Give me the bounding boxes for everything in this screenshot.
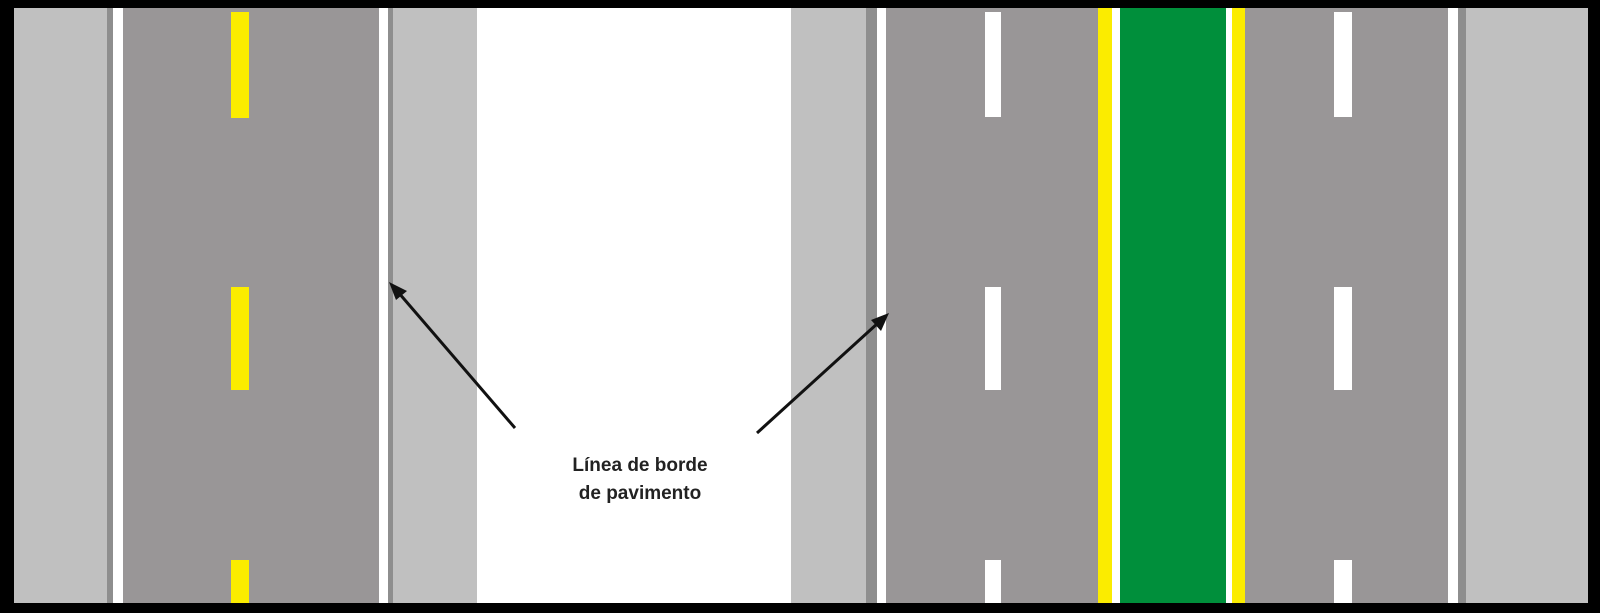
frame-top [0, 0, 1600, 8]
center-dash-yellow [231, 12, 249, 118]
median-left-white-strip [1112, 8, 1120, 603]
right-road-right-seam [1458, 8, 1466, 603]
edge-line-label-line1: Línea de borde [572, 455, 708, 476]
center-dash-yellow [231, 560, 249, 603]
left-road-left-edge-line [113, 8, 123, 603]
edge-line-label: Línea de borde de pavimento [520, 452, 760, 508]
median-left-yellow-line [1098, 8, 1112, 603]
arrow-right-edge-icon [755, 313, 889, 435]
frame-left [0, 0, 14, 613]
median-right-yellow-line [1232, 8, 1245, 603]
green-median [1120, 8, 1226, 603]
right-road-right-edge-line [1448, 8, 1458, 603]
left-road-right-shoulder [393, 8, 477, 603]
lane-dash-white [1334, 560, 1352, 603]
lane-dash-white [985, 12, 1001, 117]
right-road-left-edge-line [877, 8, 886, 603]
lane-dash-white [1334, 12, 1352, 117]
arrow-left-edge-icon [389, 282, 517, 429]
frame-bottom [0, 603, 1600, 613]
median-right-white-strip [1226, 8, 1232, 603]
left-road-carriageway [123, 8, 379, 603]
lane-dash-white [985, 560, 1001, 603]
right-road-right-shoulder [1466, 8, 1588, 603]
lane-dash-white [985, 287, 1001, 390]
left-road-outer-shoulder [14, 8, 107, 603]
lane-dash-white [1334, 287, 1352, 390]
edge-line-label-line2: de pavimento [578, 483, 702, 504]
left-road-right-seam [388, 8, 393, 603]
right-road-left-shoulder [791, 8, 866, 603]
left-road-right-edge-line [379, 8, 388, 603]
right-road-left-seam [866, 8, 877, 603]
center-dash-yellow [231, 287, 249, 390]
frame-right [1588, 0, 1600, 613]
left-road-shoulder-seam [107, 8, 113, 603]
